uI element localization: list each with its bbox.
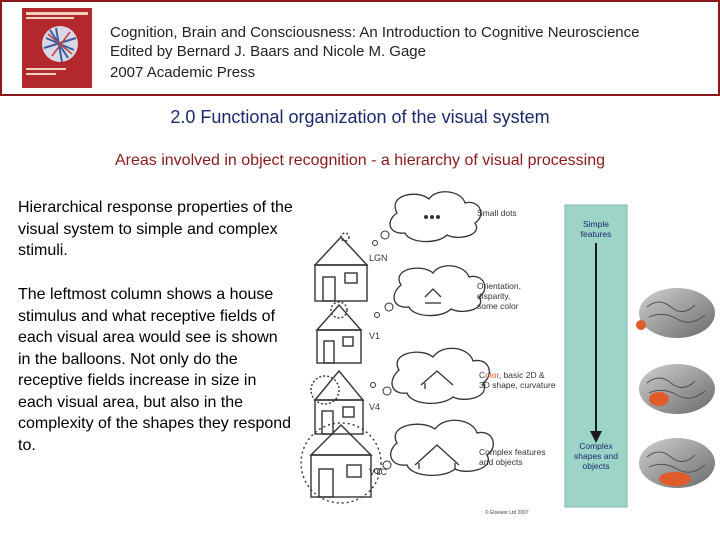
visual-hierarchy-figure: LGN V1 V4 VTC Small dots Orientation, di [297, 185, 717, 525]
house-lgn [313, 232, 369, 302]
header-publisher: 2007 Academic Press [110, 64, 256, 81]
header-book-title: Cognition, Brain and Consciousness: An I… [110, 24, 640, 41]
brain-icon-1 [636, 288, 715, 338]
house-vtc [300, 422, 382, 504]
figure-drawing: LGN V1 V4 VTC [300, 191, 715, 508]
header-editors: Edited by Bernard J. Baars and Nicole M.… [110, 43, 426, 60]
book-cover-image [22, 8, 92, 88]
slide-title: 2.0 Functional organization of the visua… [170, 107, 550, 127]
balloon-complex [390, 419, 494, 476]
area-label-vtc: VTC [369, 467, 388, 477]
balloon-orientation [393, 265, 486, 317]
body-paragraph-2: The leftmost column shows a house stimul… [18, 286, 292, 454]
area-label-lgn: LGN [369, 253, 388, 263]
slide-subtitle: Areas involved in object recognition - a… [114, 152, 606, 169]
brain-icon-2 [639, 364, 715, 414]
brain-icon-3 [639, 438, 715, 488]
area-label-v1: V1 [369, 331, 380, 341]
book-citation-header: Cognition, Brain and Consciousness: An I… [0, 0, 720, 96]
label-orientation: Orientation, disparity, some color [477, 281, 521, 311]
figure-copyright: © Elsevier Ltd 2007 [485, 510, 529, 516]
balloon-shape [391, 347, 490, 404]
body-paragraph-1: Hierarchical response properties of the … [18, 199, 293, 259]
area-label-v4: V4 [369, 402, 380, 412]
bar-label-simple: Simple features [580, 219, 612, 239]
balloon-small-dots [389, 191, 482, 243]
label-complex-features: Complex features and objects [479, 447, 546, 467]
house-v1 [315, 301, 363, 364]
house-v4 [310, 369, 365, 435]
label-color-shape: Color, basic 2D & 3D shape, curvature [479, 370, 556, 390]
bar-label-complex: Complex shapes and objects [574, 441, 618, 471]
label-small-dots: Small dots [477, 208, 517, 218]
